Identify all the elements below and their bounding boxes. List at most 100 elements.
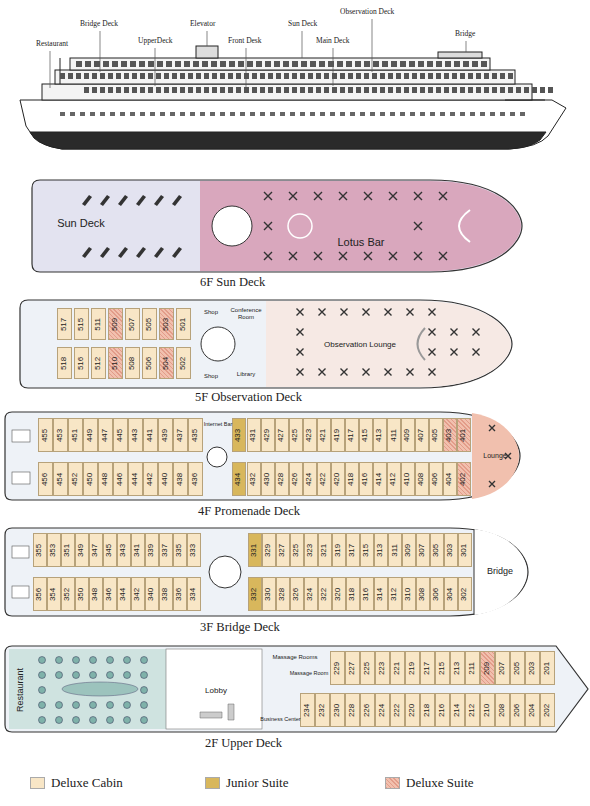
chair-set: [314, 192, 322, 200]
cabin-number: 334: [190, 587, 199, 600]
window: [420, 87, 425, 93]
cabin-number: 317: [349, 543, 358, 556]
cabin-box: 323: [304, 533, 318, 567]
cabin-number: 305: [433, 543, 442, 556]
dining-table: [107, 717, 114, 724]
cabin-number: 507: [128, 317, 137, 330]
window: [260, 87, 265, 93]
cabin-box: 222: [390, 693, 405, 727]
cabin-box: 344: [117, 577, 131, 611]
cabin-number: 437: [176, 428, 185, 441]
cabin-number: 201: [543, 661, 552, 674]
cabin-box: 205: [510, 651, 525, 685]
room-name: Shop: [204, 309, 218, 316]
cabin-box: 425: [289, 418, 303, 452]
cabin-number: 336: [176, 587, 185, 600]
room-area: Bridge: [478, 565, 522, 579]
cabin-box: 450: [83, 462, 98, 496]
chair-set: [389, 192, 397, 200]
cabin-box: 219: [405, 651, 420, 685]
window: [202, 61, 208, 67]
dining-table: [141, 657, 148, 664]
window: [268, 87, 273, 93]
chair-set: [451, 329, 458, 336]
window: [220, 61, 226, 67]
legend-swatch: [205, 777, 220, 789]
window: [300, 87, 305, 93]
window: [452, 87, 457, 93]
window: [500, 87, 505, 93]
cabin-number: 343: [120, 543, 129, 556]
window: [382, 61, 388, 67]
elevator-tower: [196, 46, 218, 58]
part-label: Observation Deck: [340, 8, 394, 16]
cabin-box: 312: [388, 577, 402, 611]
window: [396, 73, 401, 79]
window: [436, 87, 441, 93]
cabin-box: 328: [276, 577, 290, 611]
dining-table: [39, 657, 46, 664]
window: [364, 61, 370, 67]
cabin-box: 456: [38, 462, 53, 496]
cabin-box: 401: [457, 418, 471, 452]
sun-lounger: [172, 247, 182, 258]
bridge-floor: [474, 529, 527, 615]
cabin-box: 341: [131, 533, 145, 567]
cabin-number: 424: [306, 472, 315, 485]
cabin-box: 506: [142, 347, 157, 379]
room-area: Internet Bar: [202, 417, 234, 432]
cabin-box: 309: [402, 533, 416, 567]
cabin-box: 202: [540, 693, 555, 727]
cabin-box: 412: [387, 462, 401, 496]
room-area: Business Center: [260, 711, 301, 728]
restaurant-floor: [9, 649, 166, 729]
cabin-number: 444: [131, 472, 140, 485]
window: [508, 87, 513, 93]
porthole: [300, 112, 305, 116]
chair-set: [429, 349, 436, 356]
cabin-box: 453: [53, 418, 68, 452]
chair-set: [414, 252, 422, 260]
room-name: Bridge: [487, 567, 513, 577]
window: [276, 73, 281, 79]
cabin-number: 232: [318, 703, 327, 716]
cabin-box: 512: [91, 347, 106, 379]
cabin-number: 214: [453, 703, 462, 716]
window: [140, 73, 145, 79]
window: [300, 73, 305, 79]
lounge-floor: [266, 301, 511, 387]
window: [252, 73, 257, 79]
cabin-number: 407: [418, 428, 427, 441]
cabin-number: 417: [348, 428, 357, 441]
buffet: [62, 682, 138, 696]
window: [212, 87, 217, 93]
window: [116, 73, 121, 79]
window: [400, 61, 406, 67]
dining-table: [39, 717, 46, 724]
cabin-box: 445: [113, 418, 128, 452]
stair-ring: [209, 556, 241, 588]
window: [166, 61, 172, 67]
cabin-number: 413: [376, 428, 385, 441]
cabin-box: 454: [53, 462, 68, 496]
deck-outline: [20, 300, 512, 388]
cabin-box: 313: [374, 533, 388, 567]
window: [308, 87, 313, 93]
window: [428, 73, 433, 79]
cabin-number: 302: [461, 587, 470, 600]
dining-table: [107, 672, 114, 679]
cabin-box: 221: [390, 651, 405, 685]
cabin-number: 328: [279, 587, 288, 600]
window: [292, 87, 297, 93]
stair: [12, 472, 30, 484]
cabin-box: 310: [402, 577, 416, 611]
window: [180, 73, 185, 79]
cabin-number: 230: [333, 703, 342, 716]
sun-lounger: [136, 195, 146, 206]
cabin-number: 403: [446, 428, 455, 441]
cabin-box: 424: [303, 462, 317, 496]
cabin-number: 410: [404, 472, 413, 485]
chair-set: [297, 349, 304, 356]
cabin-number: 409: [404, 428, 413, 441]
